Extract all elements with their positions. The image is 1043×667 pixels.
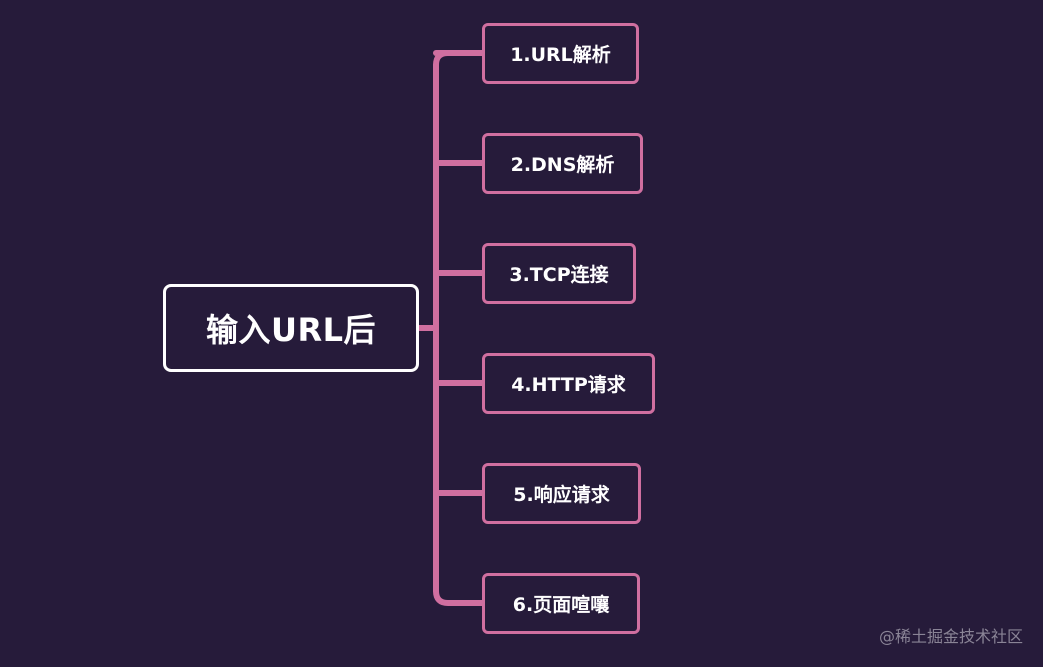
step-node-page-render: 6.页面喧嚷 bbox=[482, 573, 640, 634]
step-node-label: 4.HTTP请求 bbox=[511, 374, 626, 396]
root-node: 输入URL后 bbox=[163, 284, 419, 372]
step-node-url-parse: 1.URL解析 bbox=[482, 23, 639, 84]
step-node-response: 5.响应请求 bbox=[482, 463, 641, 524]
watermark: @稀土掘金技术社区 bbox=[878, 627, 1023, 646]
step-node-http-request: 4.HTTP请求 bbox=[482, 353, 655, 414]
step-node-label: 2.DNS解析 bbox=[510, 154, 615, 176]
step-node-label: 1.URL解析 bbox=[510, 44, 611, 66]
step-node-label: 3.TCP连接 bbox=[509, 264, 609, 286]
step-node-label: 6.页面喧嚷 bbox=[512, 594, 610, 616]
step-node-label: 5.响应请求 bbox=[513, 484, 610, 506]
step-node-tcp-connect: 3.TCP连接 bbox=[482, 243, 636, 304]
root-node-label: 输入URL后 bbox=[205, 311, 377, 349]
branch-line-6 bbox=[433, 588, 485, 606]
step-node-dns-parse: 2.DNS解析 bbox=[482, 133, 643, 194]
